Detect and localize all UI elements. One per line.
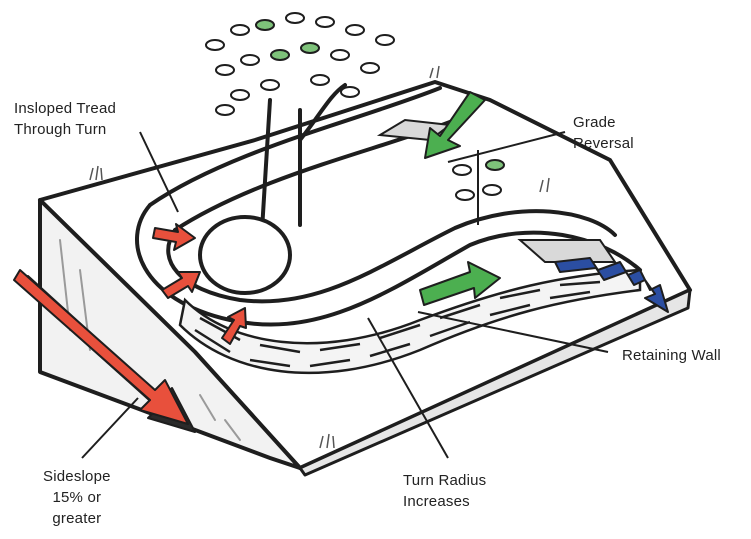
label-insloped-tread: Insloped Tread Through Turn (14, 98, 116, 140)
label-grade-reversal: Grade Reversal (573, 112, 634, 154)
label-retaining-wall-line-1: Retaining Wall (622, 345, 721, 366)
label-grade-reversal-line-2: Reversal (573, 133, 634, 154)
label-grade-reversal-line-1: Grade (573, 112, 634, 133)
label-sideslope-line-2: 15% or (43, 487, 111, 508)
label-insloped-tread-line-1: Insloped Tread (14, 98, 116, 119)
label-sideslope-line-3: greater (43, 508, 111, 529)
label-retaining-wall: Retaining Wall (622, 345, 721, 366)
label-insloped-tread-line-2: Through Turn (14, 119, 116, 140)
label-turn-radius: Turn Radius Increases (403, 470, 486, 512)
label-turn-radius-line-2: Increases (403, 491, 486, 512)
label-sideslope-line-1: Sideslope (43, 466, 111, 487)
label-sideslope: Sideslope 15% or greater (43, 466, 111, 529)
label-turn-radius-line-1: Turn Radius (403, 470, 486, 491)
